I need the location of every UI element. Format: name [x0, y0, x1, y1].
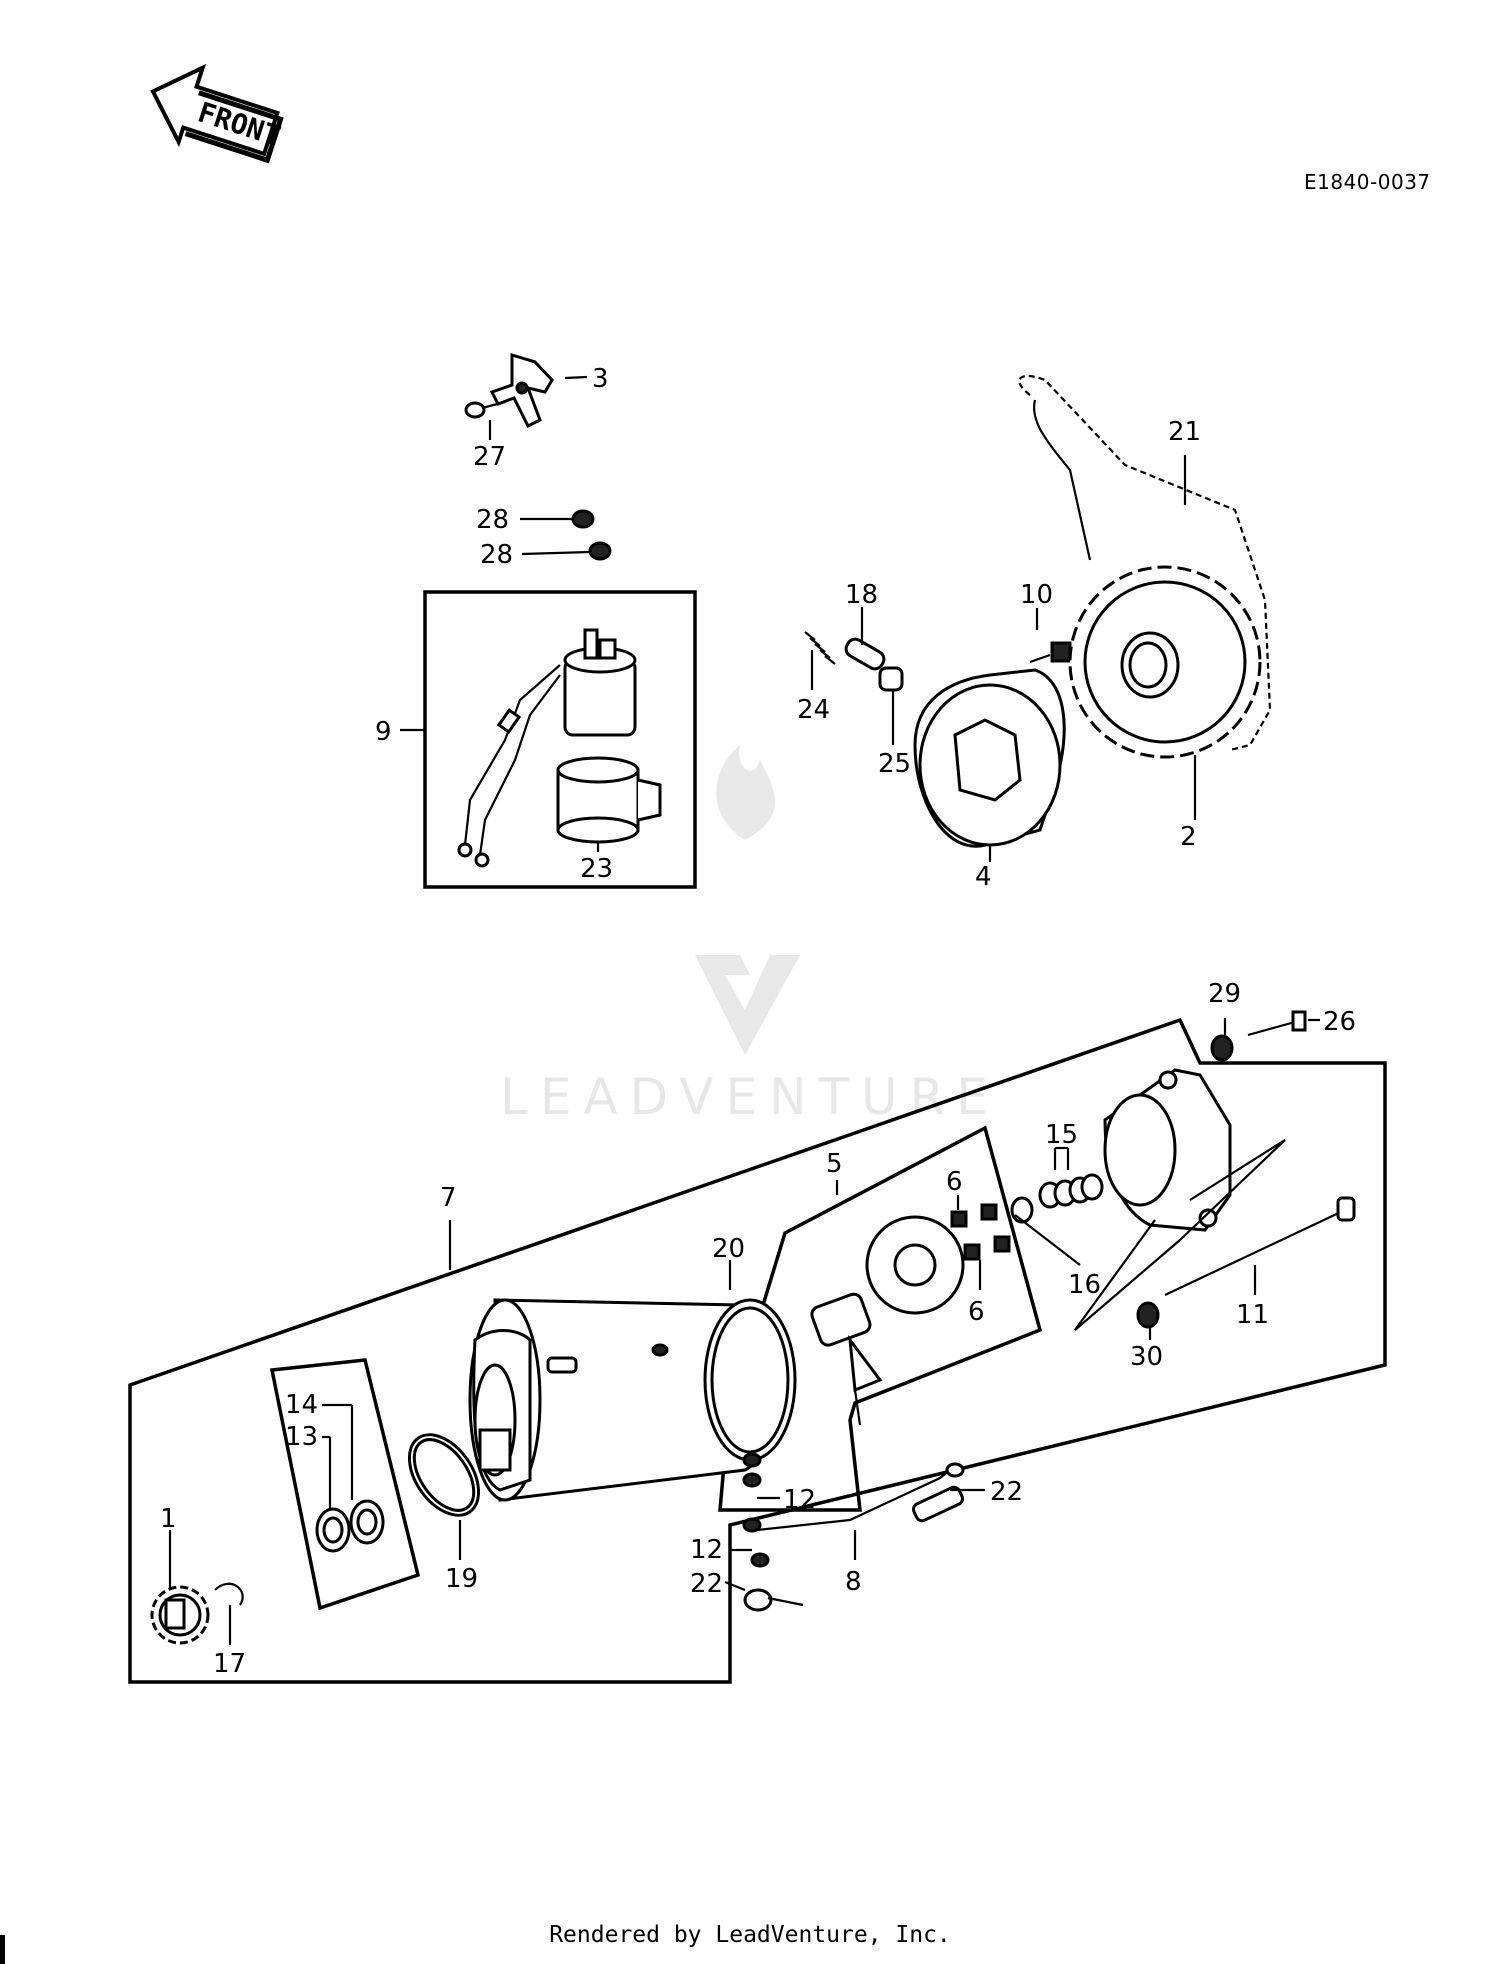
front-arrow-badge: FRONT — [150, 63, 284, 164]
part-o-ring-icon — [407, 1433, 481, 1517]
part-starter-clutch-icon — [913, 668, 1066, 848]
part-nut-icon — [571, 509, 612, 561]
callout-6b: 6 — [968, 1297, 985, 1327]
callout-24: 24 — [797, 695, 830, 725]
callout-11: 11 — [1236, 1300, 1269, 1330]
part-washer-30-icon — [1136, 1301, 1160, 1329]
callout-29: 29 — [1208, 979, 1241, 1009]
part-through-bolt-icon — [1164, 1196, 1356, 1296]
callout-16: 16 — [1068, 1270, 1101, 1300]
watermark-text: LEADVENTURE — [500, 1068, 1000, 1126]
part-chain-icon — [1018, 375, 1272, 752]
callout-10: 10 — [1020, 580, 1053, 610]
part-gasket-icon — [703, 1298, 797, 1462]
part-lead-wire-icon — [742, 1452, 965, 1612]
callout-leaders — [168, 375, 1320, 1645]
callout-27: 27 — [473, 442, 506, 472]
crop-mark — [0, 1935, 5, 1964]
diagram-code: E1840-0037 — [1304, 170, 1431, 194]
part-bolt-small-icon — [464, 400, 506, 419]
part-sprocket-icon — [1068, 565, 1262, 759]
callout-25: 25 — [878, 749, 911, 779]
shim-washer-frame — [269, 1358, 421, 1611]
callout-12a: 12 — [783, 1485, 816, 1515]
starter-motor-assembly-frame — [128, 1017, 1387, 1684]
part-cap-icon — [878, 666, 904, 692]
callout-13: 13 — [285, 1422, 318, 1452]
callout-3: 3 — [592, 364, 609, 394]
callout-7: 7 — [440, 1183, 457, 1213]
part-end-cover-icon — [1074, 1068, 1286, 1331]
callout-9: 9 — [375, 717, 392, 747]
part-bracket-icon — [489, 352, 554, 429]
callout-17: 17 — [213, 1649, 246, 1679]
part-pinion-gear-icon — [150, 1585, 210, 1645]
callout-15: 15 — [1045, 1120, 1078, 1150]
part-starter-relay-icon — [457, 628, 637, 868]
part-bolt-icon — [1029, 641, 1072, 664]
callout-2: 2 — [1180, 822, 1197, 852]
callout-1: 1 — [160, 1504, 177, 1534]
part-roller-icon — [844, 637, 886, 671]
part-circlip-icon — [214, 1582, 244, 1606]
callout-28a: 28 — [476, 505, 509, 535]
part-washer-stack-icon — [1010, 1173, 1104, 1224]
callout-22b: 22 — [690, 1569, 723, 1599]
callout-4: 4 — [975, 862, 992, 892]
part-bolt-26-icon — [1210, 1010, 1307, 1062]
callout-8: 8 — [845, 1567, 862, 1597]
relay-assembly-frame — [423, 590, 697, 889]
callout-14: 14 — [285, 1390, 318, 1420]
part-washer-icon — [315, 1499, 385, 1553]
part-spring-icon — [804, 631, 836, 665]
callout-6a: 6 — [946, 1167, 963, 1197]
watermark-logo-icon — [695, 745, 800, 1055]
part-brush-icon — [950, 1203, 1011, 1261]
callout-12b: 12 — [690, 1535, 723, 1565]
callout-23: 23 — [580, 854, 613, 884]
callout-5: 5 — [826, 1149, 843, 1179]
part-brush-holder-icon — [810, 1215, 965, 1426]
callout-18: 18 — [845, 580, 878, 610]
footer-credit: Rendered by LeadVenture, Inc. — [549, 1922, 951, 1948]
callout-30: 30 — [1130, 1342, 1163, 1372]
part-relay-cover-icon — [556, 756, 662, 844]
callout-21: 21 — [1168, 417, 1201, 447]
callout-22a: 22 — [990, 1477, 1023, 1507]
callout-28b: 28 — [480, 540, 513, 570]
callout-26: 26 — [1323, 1007, 1356, 1037]
callout-20: 20 — [712, 1234, 745, 1264]
callout-19: 19 — [445, 1564, 478, 1594]
